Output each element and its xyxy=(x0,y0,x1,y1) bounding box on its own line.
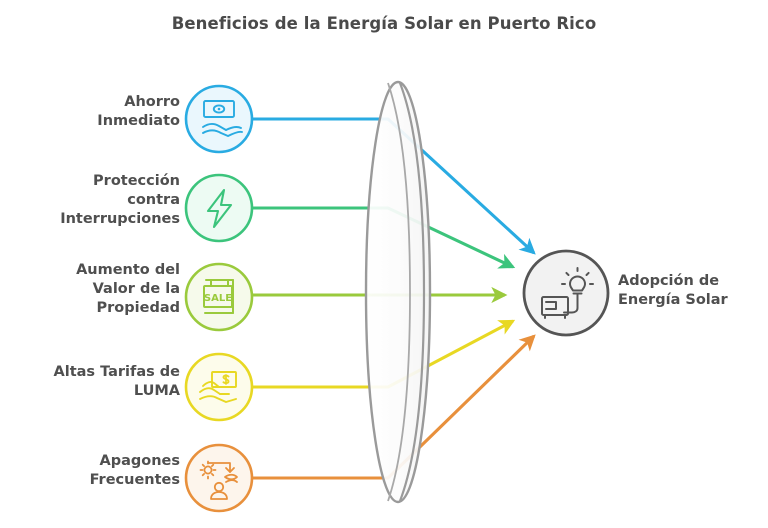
node-ahorro-inmediato[interactable] xyxy=(184,84,254,154)
label-adopcion-de-energia-solar: Adopción de Energía Solar xyxy=(618,273,728,309)
node-circle-proteccion-contra-interrupciones[interactable] xyxy=(184,173,254,243)
prism-lens-shape xyxy=(364,80,432,504)
lens-inner-curve-right xyxy=(398,82,426,502)
node-aumento-del-valor-de-la-propiedad[interactable]: SALE xyxy=(184,262,254,332)
node-apagones-frecuentes[interactable] xyxy=(184,443,254,513)
label-apagones-frecuentes: Apagones Frecuentes xyxy=(89,453,180,489)
lightning-bolt-icon xyxy=(206,188,233,229)
node-altas-tarifas-de-luma[interactable] xyxy=(184,352,254,422)
node-circle-apagones-frecuentes[interactable] xyxy=(184,443,254,513)
lens-outer-ellipse xyxy=(364,80,432,504)
node-proteccion-contra-interrupciones[interactable] xyxy=(184,173,254,243)
solar-panel-bulb-icon xyxy=(541,267,594,319)
label-ahorro-inmediato: Ahorro Inmediato xyxy=(97,94,180,130)
node-circle-ahorro-inmediato[interactable] xyxy=(184,84,254,154)
node-adopcion-de-energia-solar[interactable] xyxy=(522,249,610,337)
label-aumento-del-valor-de-la-propiedad: Aumento del Valor de la Propiedad xyxy=(76,262,180,317)
node-circle-adopcion-de-energia-solar[interactable] xyxy=(522,249,610,337)
power-outage-icon xyxy=(199,460,238,500)
page-title: Beneficios de la Energía Solar en Puerto… xyxy=(171,14,597,33)
label-proteccion-contra-interrupciones: Protección contra Interrupciones xyxy=(60,173,180,228)
money-hand-icon xyxy=(202,100,243,137)
node-circle-aumento-del-valor-de-la-propiedad[interactable] xyxy=(184,262,254,332)
sale-sign-icon: SALE xyxy=(203,279,234,314)
lens-inner-curve-left xyxy=(387,82,411,502)
svg-text:SALE: SALE xyxy=(204,293,232,304)
hand-money-bill-icon xyxy=(199,371,237,403)
label-altas-tarifas-de-luma: Altas Tarifas de LUMA xyxy=(53,364,181,400)
